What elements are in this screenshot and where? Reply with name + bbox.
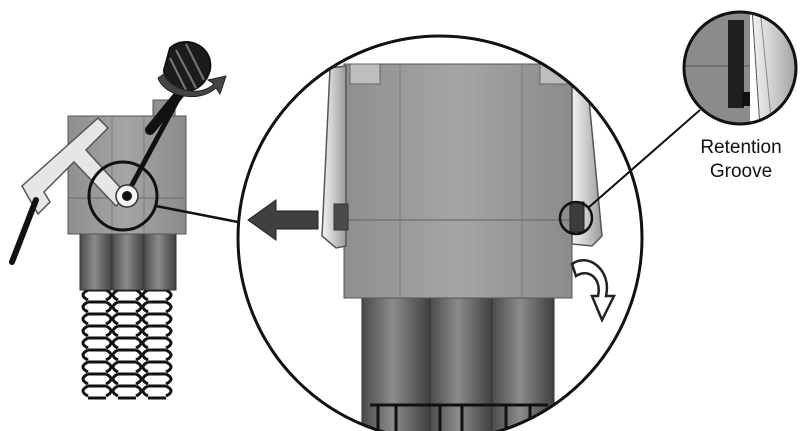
magnified-view: [236, 34, 644, 431]
latch-left-large: [321, 65, 349, 249]
groove-detail-view: [682, 10, 798, 126]
groove-detail-circle: [682, 10, 798, 126]
coil-middle: [111, 288, 143, 400]
coil-left: [81, 288, 113, 400]
groove-highlight-circle: [558, 200, 594, 236]
groove-leader-line: [587, 109, 701, 209]
pull-left-arrow-icon: [247, 199, 319, 241]
rotate-latch-arrow-icon: [570, 258, 617, 324]
magnify-leader-line: [155, 204, 239, 224]
latch-lever-small: [9, 116, 130, 265]
callout-line-1: Retention: [700, 137, 782, 158]
coiled-cables: [81, 288, 173, 400]
cable-sleeves-small: [79, 231, 177, 291]
rotate-arrow-icon: [157, 73, 227, 98]
callout-line-2: Groove: [709, 161, 773, 182]
retention-groove-label: Retention Groove: [676, 136, 806, 184]
cable-sleeves-large: [361, 295, 555, 431]
overview-connector: [9, 41, 239, 400]
coil-right: [141, 288, 173, 400]
magnifier-circle: [236, 34, 644, 431]
detail-highlight-circle: [87, 160, 159, 232]
housing-large: [343, 63, 573, 299]
